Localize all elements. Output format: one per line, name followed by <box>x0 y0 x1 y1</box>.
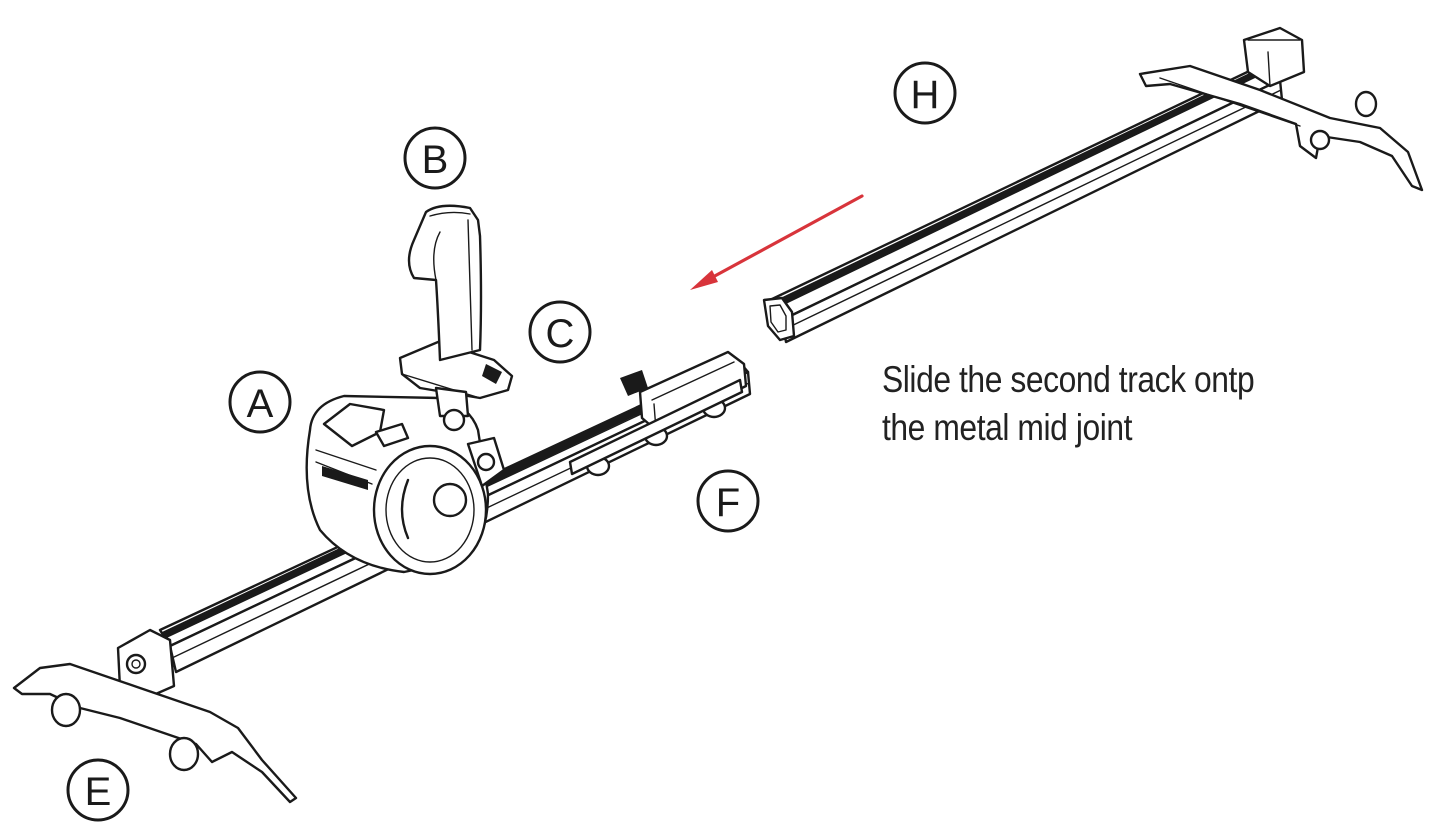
callout-a: A <box>228 370 292 434</box>
slide-direction-arrow <box>690 194 864 290</box>
instruction-text: Slide the second track ontp the metal mi… <box>882 356 1329 452</box>
callout-a-label: A <box>247 382 274 426</box>
callout-c-label: C <box>546 312 575 356</box>
callout-b: B <box>403 126 467 190</box>
callout-e-label: E <box>85 770 112 814</box>
mount-base <box>398 340 514 432</box>
second-track <box>762 26 1424 344</box>
callout-h: H <box>893 61 957 125</box>
instruction-line-1: Slide the second track ontp <box>882 359 1255 400</box>
instruction-line-2: the metal mid joint <box>882 407 1133 448</box>
callout-f-label: F <box>716 481 740 525</box>
callout-b-label: B <box>422 138 449 182</box>
callout-h-label: H <box>911 73 940 117</box>
mid-joint-knobs <box>568 378 744 477</box>
callout-f: F <box>696 469 760 533</box>
carriage <box>305 394 506 576</box>
callout-e: E <box>66 758 130 822</box>
callout-c: C <box>528 300 592 364</box>
handle <box>407 204 483 362</box>
